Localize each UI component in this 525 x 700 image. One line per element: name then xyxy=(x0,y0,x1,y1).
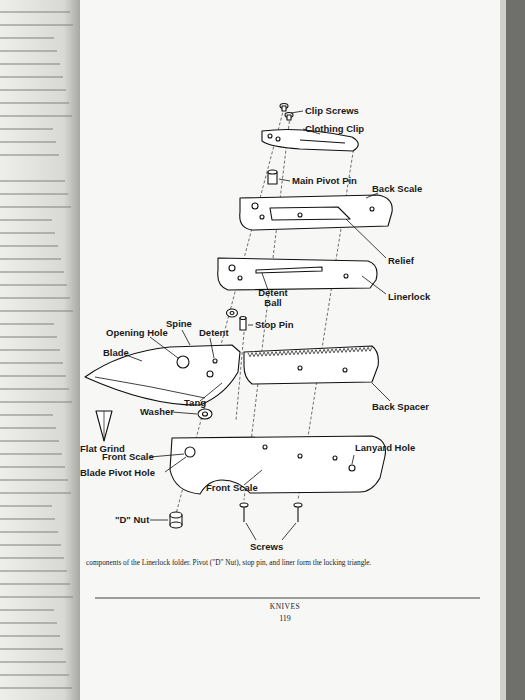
part-label: Relief xyxy=(388,256,414,266)
part-label: Lanyard Hole xyxy=(355,443,415,453)
part-label: Clip Screws xyxy=(305,106,359,116)
part-label: Clothing Clip xyxy=(305,124,364,134)
part-label: Back Scale xyxy=(372,184,422,194)
part-label: Detent xyxy=(199,328,229,338)
figure-caption: components of the Linerlock folder. Pivo… xyxy=(86,558,486,567)
part-label: Screws xyxy=(250,542,283,552)
part-label: Detent Ball xyxy=(256,288,290,308)
part-label: Front Scale xyxy=(206,483,258,493)
part-label: Washer xyxy=(140,407,174,417)
part-label: Blade xyxy=(103,348,129,358)
part-label: Linerlock xyxy=(388,292,430,302)
part-label: Opening Hole xyxy=(106,328,168,338)
part-label: Back Spacer xyxy=(372,402,429,412)
page-number: 119 xyxy=(200,614,370,623)
part-label: Blade Pivot Hole xyxy=(80,468,155,478)
part-label: Spine xyxy=(166,319,192,329)
running-footer: KNIVES xyxy=(200,602,370,611)
part-label: Stop Pin xyxy=(255,320,294,330)
part-label: Front Scale xyxy=(102,452,154,462)
part-label: Tang xyxy=(184,398,206,408)
part-label: Main Pivot Pin xyxy=(292,176,357,186)
part-label: "D" Nut xyxy=(115,515,149,525)
